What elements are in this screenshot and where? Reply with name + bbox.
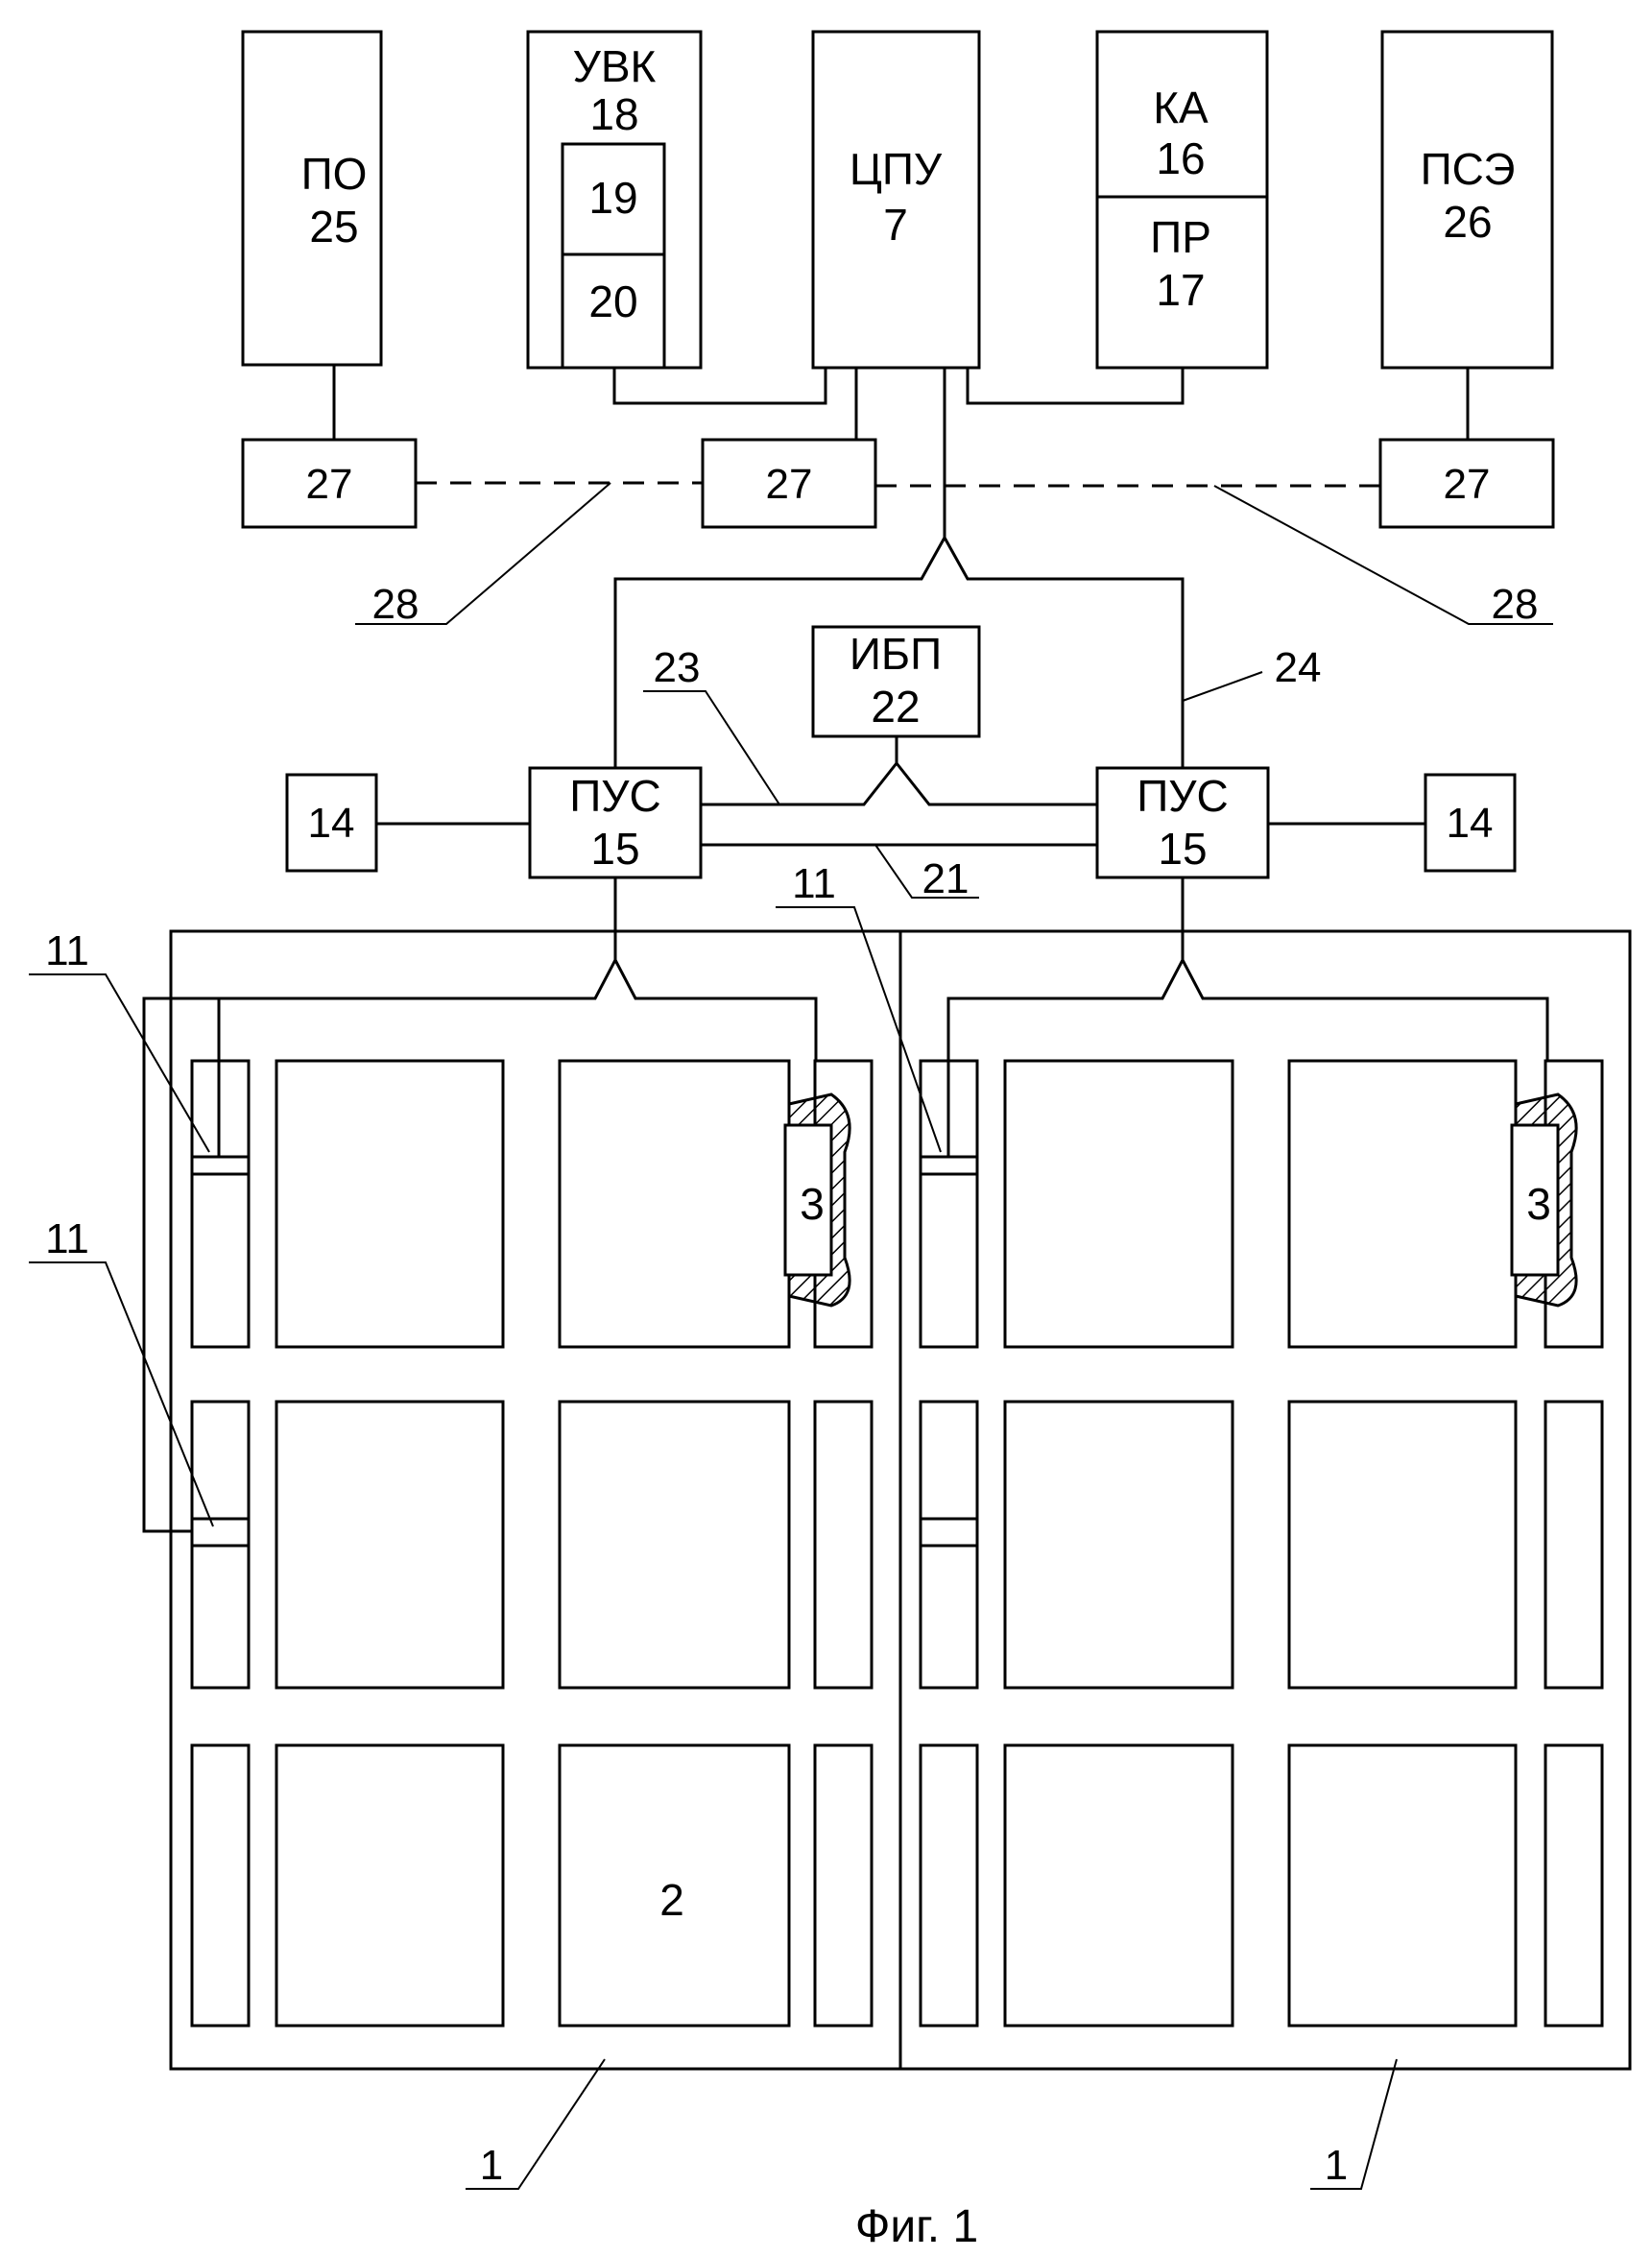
block-cpu-name: ЦПУ xyxy=(850,144,943,194)
ref-28-left: 28 xyxy=(372,581,419,628)
block-po-num: 25 xyxy=(309,202,358,252)
transceiver-right: 27 xyxy=(1380,440,1553,527)
block-uvk-sub1: 19 xyxy=(588,173,637,223)
block-pus-left: ПУС 15 xyxy=(530,768,701,877)
ref-24: 24 xyxy=(1275,644,1322,691)
link-21: 21 xyxy=(701,845,1097,902)
ref-1-left: 1 xyxy=(480,2142,503,2189)
block-uvk-num: 18 xyxy=(589,89,638,139)
block-pus-right: ПУС 15 xyxy=(1097,768,1268,877)
ref-3-right: 3 xyxy=(1526,1179,1551,1229)
block-uvk-sub2: 20 xyxy=(588,276,637,326)
block-cpu: ЦПУ 7 xyxy=(813,32,979,368)
sensor-right-num: 14 xyxy=(1447,800,1494,847)
transceiver-center-num: 27 xyxy=(766,461,813,508)
sensor-right: 14 xyxy=(1268,775,1515,871)
block-pse: ПСЭ 26 xyxy=(1382,32,1552,368)
block-ibp-num: 22 xyxy=(871,682,920,732)
transceiver-left-num: 27 xyxy=(306,461,353,508)
sensor-left-num: 14 xyxy=(308,800,355,847)
ref-28-right: 28 xyxy=(1492,581,1539,628)
ref-1-leaders: 1 1 xyxy=(466,2059,1397,2189)
block-pus-left-name: ПУС xyxy=(569,771,661,821)
block-pr-name: ПР xyxy=(1150,212,1211,262)
block-ka-num: 16 xyxy=(1156,133,1205,183)
block-uvk-name: УВК xyxy=(573,41,657,91)
sensor-left: 14 xyxy=(287,775,530,871)
block-cpu-num: 7 xyxy=(883,200,908,250)
block-po: ПО 25 xyxy=(243,32,381,365)
transceiver-left: 27 xyxy=(243,440,416,527)
ref-1-right: 1 xyxy=(1325,2142,1348,2189)
ref-3-left: 3 xyxy=(800,1179,825,1229)
ref-11-a: 11 xyxy=(45,927,89,974)
block-ka-pr: КА 16 ПР 17 xyxy=(1097,32,1267,368)
block-pus-right-num: 15 xyxy=(1158,824,1207,874)
ref-11-b: 11 xyxy=(45,1215,89,1262)
block-pse-num: 26 xyxy=(1443,197,1492,247)
block-ibp: ИБП 22 xyxy=(813,627,979,736)
block-pse-name: ПСЭ xyxy=(1421,144,1516,194)
block-ka-name: КА xyxy=(1153,83,1209,132)
ref-2: 2 xyxy=(659,1875,684,1925)
transceiver-center: 27 xyxy=(703,440,875,527)
figure-caption: Фиг. 1 xyxy=(855,2201,978,2252)
ref-21: 21 xyxy=(922,855,970,902)
ref-11-c: 11 xyxy=(792,860,836,907)
block-ibp-name: ИБП xyxy=(850,629,942,679)
block-pus-left-num: 15 xyxy=(590,824,639,874)
block-pus-right-name: ПУС xyxy=(1137,771,1229,821)
block-pr-num: 17 xyxy=(1156,265,1205,315)
transceiver-right-num: 27 xyxy=(1444,461,1491,508)
ref-23: 23 xyxy=(654,644,701,691)
block-po-name: ПО xyxy=(301,149,368,199)
top-connections xyxy=(334,365,1468,538)
block-uvk: УВК 18 19 20 xyxy=(528,32,701,368)
